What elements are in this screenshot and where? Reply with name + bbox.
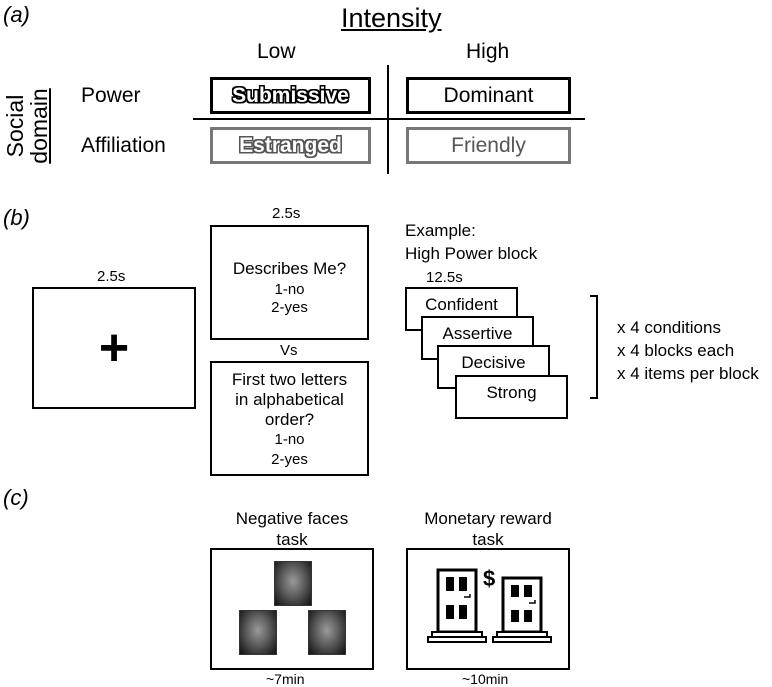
intensity-header: Intensity — [341, 3, 442, 33]
faces-task-title: Negative faces task — [210, 508, 374, 550]
domain-label: domain — [26, 88, 52, 164]
faces-task-title-line-2: task — [276, 530, 308, 549]
example-label: Example: — [405, 221, 476, 240]
repeat-blocks: x 4 blocks each — [617, 341, 735, 360]
fixation-cross: + — [98, 319, 130, 377]
face-image-top — [274, 561, 312, 606]
vs-label: Vs — [280, 342, 298, 359]
left-door-icon — [427, 568, 487, 643]
low-label: Low — [257, 40, 296, 63]
grid-vertical-line — [387, 65, 389, 174]
social-label: Social — [2, 94, 28, 158]
self-task-duration: 2.5s — [272, 205, 301, 222]
cell-dominant: Dominant — [406, 77, 571, 114]
reward-task-title-line-1: Monetary reward — [424, 509, 552, 528]
example-block-label: High Power block — [405, 244, 538, 263]
cell-submissive: Submissive — [210, 77, 371, 114]
self-task-option-1: 1-no — [274, 281, 305, 298]
row-affiliation-label: Affiliation — [81, 134, 166, 157]
reward-task-title: Monetary reward task — [406, 508, 570, 550]
cell-estranged: Estranged — [210, 127, 371, 164]
repeat-items: x 4 items per block — [617, 364, 759, 383]
dollar-sign-icon: $ — [483, 566, 496, 591]
grid-horizontal-line — [193, 118, 585, 120]
self-task-option-2: 2-yes — [271, 299, 308, 316]
letter-task-option-2: 2-yes — [271, 451, 308, 468]
faces-task-duration: ~7min — [266, 671, 305, 687]
word-strong: Strong — [486, 383, 537, 402]
letter-task-line-3: order? — [264, 410, 315, 429]
faces-task-title-line-1: Negative faces — [235, 509, 349, 528]
self-task-screen: Describes Me? 1-no 2-yes — [210, 225, 369, 340]
reward-task-duration: ~10min — [462, 671, 509, 687]
word-card-strong: Strong — [455, 375, 568, 419]
panel-c-label: (c) — [3, 485, 29, 510]
repeat-conditions: x 4 conditions — [617, 318, 721, 337]
panel-a-label: (a) — [3, 2, 30, 27]
cell-submissive-text: Submissive — [232, 83, 349, 107]
row-power-label: Power — [81, 84, 141, 107]
cell-friendly-text: Friendly — [451, 133, 526, 157]
faces-task-screen — [210, 548, 374, 670]
reward-task-title-line-2: task — [472, 530, 504, 549]
repeat-bracket — [590, 295, 598, 399]
social-domain-label: Social domain — [0, 70, 56, 182]
cell-estranged-text: Estranged — [239, 133, 342, 157]
word-confident: Confident — [425, 295, 498, 314]
letter-task-line-1: First two letters — [231, 370, 348, 389]
fixation-screen: + — [32, 287, 196, 409]
cell-dominant-text: Dominant — [443, 83, 534, 107]
letter-task-option-1: 1-no — [274, 431, 305, 448]
high-label: High — [466, 40, 510, 63]
face-image-right — [308, 610, 346, 655]
right-door-icon — [492, 576, 552, 643]
self-task-question: Describes Me? — [232, 259, 347, 278]
letter-task-screen: First two letters in alphabetical order?… — [210, 361, 369, 476]
reward-task-screen: $ — [406, 548, 570, 670]
letter-task-line-2: in alphabetical — [235, 390, 344, 409]
fixation-duration: 2.5s — [97, 268, 126, 285]
word-decisive: Decisive — [461, 353, 526, 372]
face-image-left — [239, 610, 277, 655]
panel-b-label: (b) — [3, 205, 30, 230]
cell-friendly: Friendly — [406, 127, 571, 164]
doors-illustration — [427, 568, 552, 643]
word-assertive: Assertive — [442, 324, 513, 343]
example-duration: 12.5s — [426, 269, 463, 286]
